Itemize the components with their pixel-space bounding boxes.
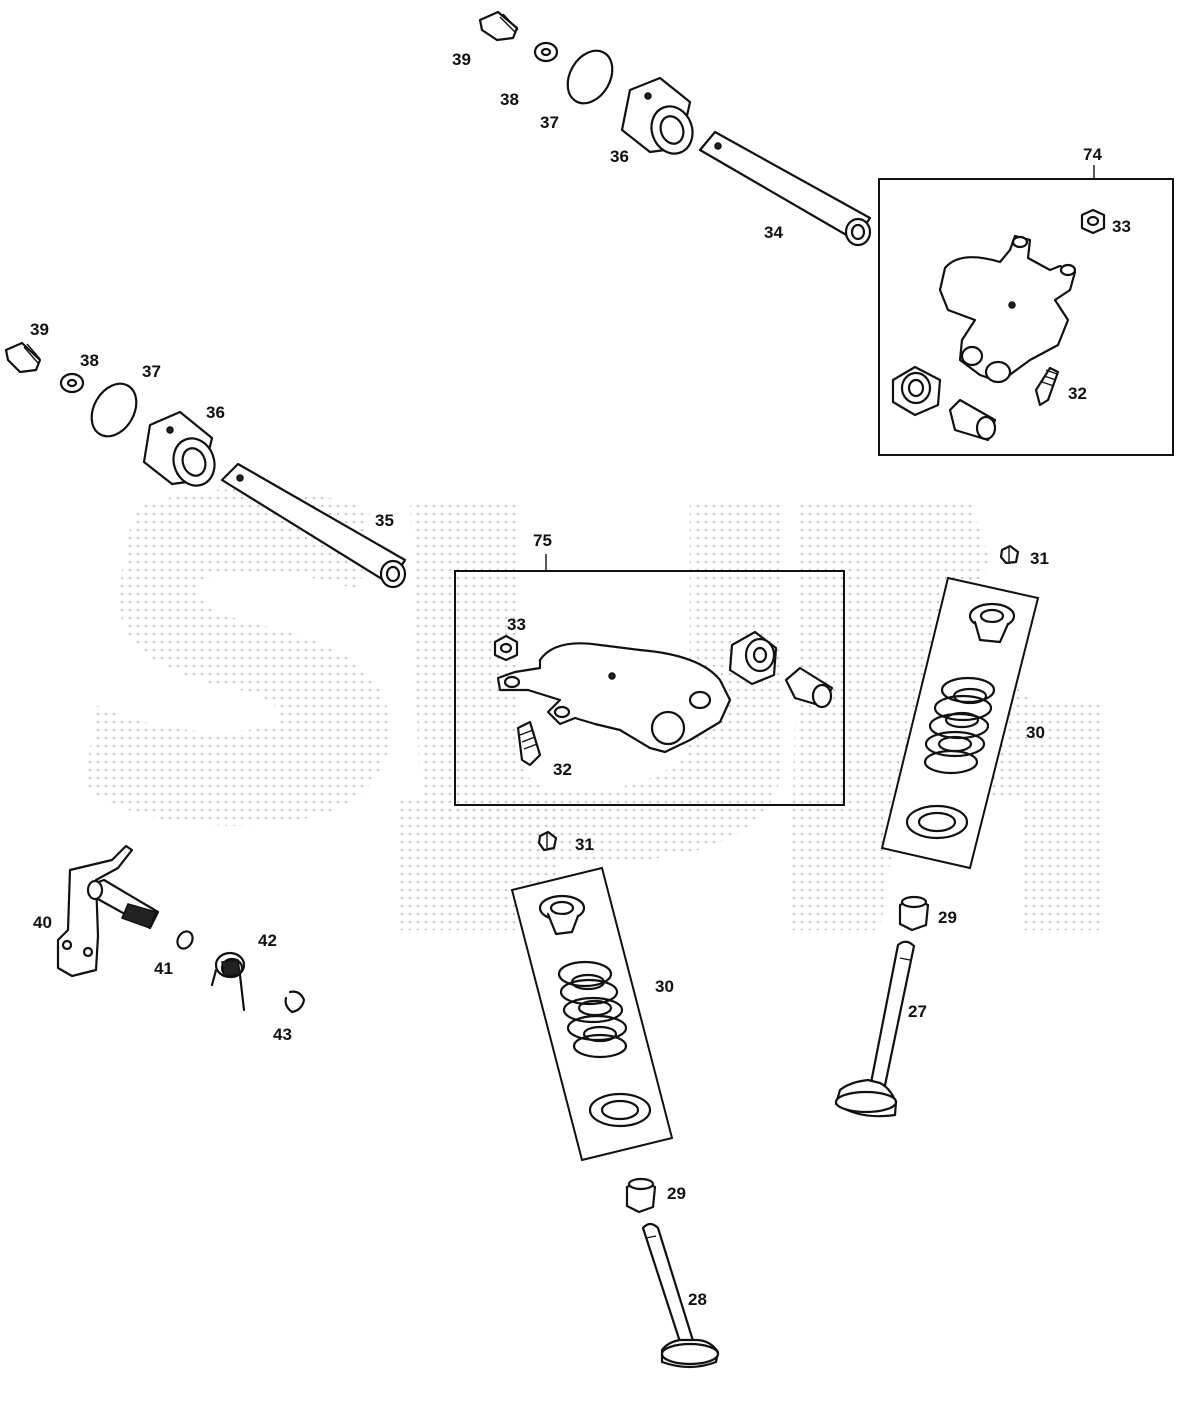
adjuster-screw-32-box74 — [1034, 366, 1060, 407]
callout-29-left: 29 — [667, 1184, 686, 1203]
bushing-36-left — [142, 410, 216, 487]
cotter-31-right — [999, 544, 1020, 565]
spring-seat-right — [905, 804, 969, 840]
spring-panel-30-left — [510, 866, 674, 1162]
o-ring-37-left — [90, 382, 138, 438]
valve-seal-29-right — [898, 895, 930, 932]
assembly-box-74 — [878, 165, 1174, 456]
callout-42: 42 — [258, 931, 277, 950]
callout-35: 35 — [375, 511, 394, 530]
bushing-36-top — [620, 76, 694, 155]
callout-37-top: 37 — [540, 113, 559, 132]
callout-38-left: 38 — [80, 351, 99, 370]
o-ring-37-top — [566, 49, 614, 105]
assembly-box-75 — [454, 554, 845, 806]
callout-30-right: 30 — [1026, 723, 1045, 742]
retainer-right — [968, 602, 1016, 644]
adjuster-screw-32-box75 — [516, 720, 542, 767]
roller-box74 — [891, 365, 942, 417]
bolt-39-top — [478, 10, 519, 42]
valve-28 — [641, 1222, 720, 1369]
rocker-arm-box75 — [496, 642, 732, 754]
washer-38-left — [59, 372, 85, 394]
callout-29-right: 29 — [938, 908, 957, 927]
retainer-left — [538, 894, 586, 936]
clip-43 — [284, 990, 306, 1014]
callout-32-box75: 32 — [553, 760, 572, 779]
nut-33-box75 — [493, 634, 519, 662]
shaft-34 — [698, 130, 872, 247]
spring-right — [923, 676, 996, 775]
roller-box75 — [728, 630, 778, 686]
callout-31-right: 31 — [1030, 549, 1049, 568]
spring-42 — [210, 951, 246, 1012]
callout-27: 27 — [908, 1002, 927, 1021]
pin-box75 — [784, 666, 834, 709]
callout-33-box74: 33 — [1112, 217, 1131, 236]
shaft-35 — [220, 462, 407, 589]
callout-43: 43 — [273, 1025, 292, 1044]
callout-37-left: 37 — [142, 362, 161, 381]
callout-39-top: 39 — [452, 50, 471, 69]
spring-panel-30-right — [880, 576, 1040, 870]
callout-40: 40 — [33, 913, 52, 932]
bolt-39-left — [4, 341, 42, 374]
valve-27 — [834, 940, 916, 1118]
pin-box74 — [948, 398, 997, 442]
callout-28: 28 — [688, 1290, 707, 1309]
callout-41: 41 — [154, 959, 173, 978]
callout-38-top: 38 — [500, 90, 519, 109]
valve-seal-29-left — [625, 1177, 657, 1214]
callout-39-left: 39 — [30, 320, 49, 339]
washer-38-top — [533, 41, 559, 63]
nut-33-box74 — [1080, 208, 1106, 235]
callout-31-left: 31 — [575, 835, 594, 854]
callout-33-box75: 33 — [507, 615, 526, 634]
callout-32-box74: 32 — [1068, 384, 1087, 403]
callout-36-top: 36 — [610, 147, 629, 166]
cotter-31-left — [537, 830, 558, 852]
spring-seat-left — [588, 1092, 652, 1128]
callout-30-left: 30 — [655, 977, 674, 996]
callout-75: 75 — [533, 531, 552, 550]
rocker-arm-box74 — [938, 234, 1077, 384]
callout-74: 74 — [1083, 145, 1102, 164]
callout-labels: 39 38 37 36 34 74 33 32 39 38 37 36 35 7… — [30, 50, 1131, 1309]
callout-34: 34 — [764, 223, 783, 242]
callout-36-left: 36 — [206, 403, 225, 422]
ring-41 — [176, 930, 194, 950]
spring-left — [557, 960, 628, 1059]
lever-bracket-40 — [56, 844, 160, 978]
